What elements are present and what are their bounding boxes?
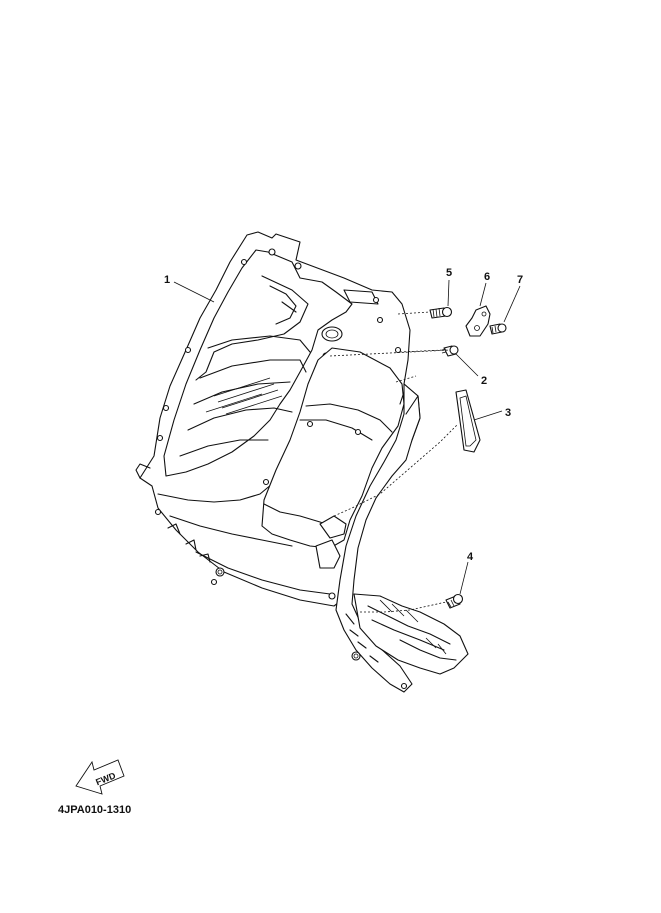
callout-2: 2: [481, 375, 487, 387]
callouts: 1 2 3 4 5 6 7: [164, 267, 523, 563]
assembly-lines: [329, 311, 459, 613]
diagram-code: 4JPA010-1310: [58, 804, 131, 816]
part-4-screw: [445, 593, 464, 609]
leader-lines: [173, 279, 521, 595]
part-5-bolt: [429, 306, 453, 319]
leader-7: [503, 285, 521, 323]
part-2-screw: [441, 345, 459, 357]
fwd-arrow-icon: FWD: [75, 759, 125, 795]
callout-7: 7: [517, 274, 523, 286]
part-3-seal: [455, 389, 481, 453]
leader-1: [173, 281, 215, 303]
leader-4: [459, 561, 469, 595]
leader-3: [473, 410, 503, 421]
callout-3: 3: [505, 407, 511, 419]
part-6-bracket: [465, 305, 491, 337]
callout-4: 4: [467, 551, 474, 563]
leader-6: [479, 282, 487, 307]
callout-5: 5: [446, 267, 452, 279]
lower-trim: [335, 383, 469, 693]
inner-cover-panel: [261, 347, 405, 600]
leader-2: [455, 353, 479, 377]
callout-1: 1: [164, 274, 170, 286]
callout-6: 6: [484, 271, 490, 283]
leader-5: [447, 279, 450, 307]
part-7-screw: [489, 323, 507, 335]
